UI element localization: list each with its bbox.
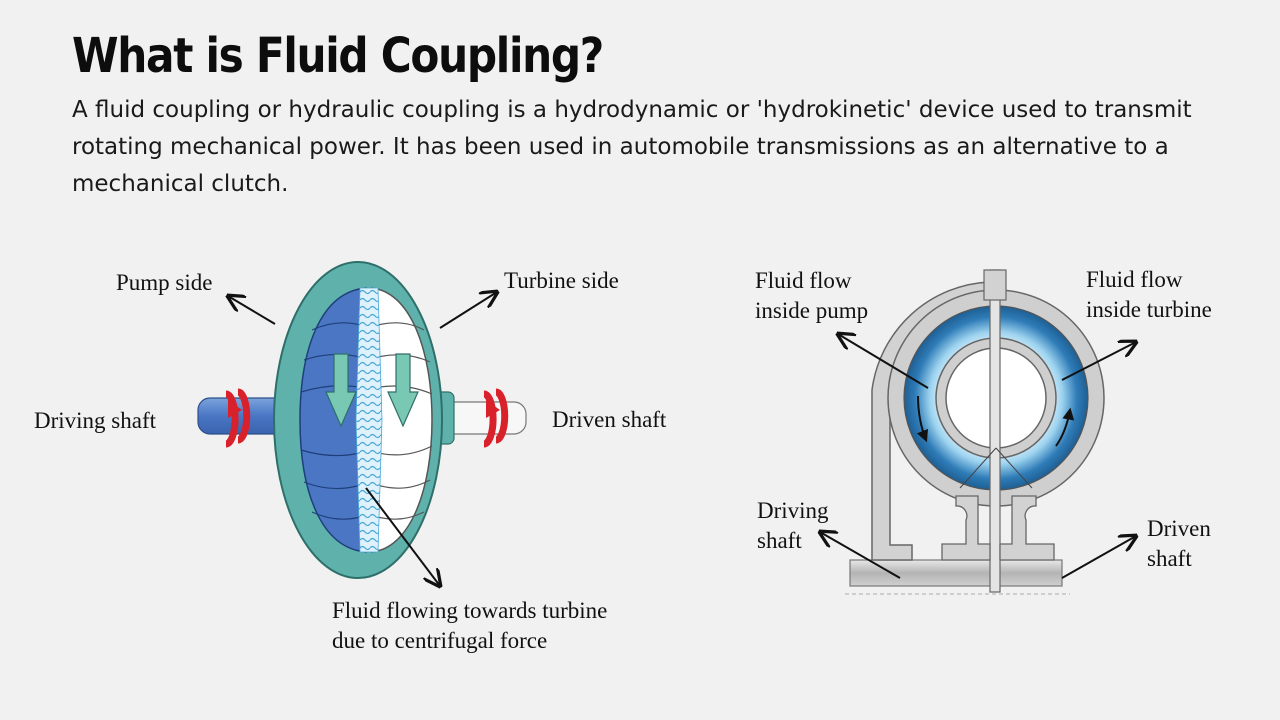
label-pump-side: Pump side <box>116 270 212 295</box>
flow-pump-pointer <box>838 334 929 389</box>
label-fluid-flowing-1: Fluid flowing towards turbine <box>332 598 607 623</box>
page-description: A fluid coupling or hydraulic coupling i… <box>72 97 1192 197</box>
label-driven-2: shaft <box>1147 546 1192 571</box>
label-flow-turbine-1: Fluid flow <box>1086 267 1183 292</box>
label-fluid-flowing-2: due to centrifugal force <box>332 628 547 653</box>
label-flow-turbine-2: inside turbine <box>1086 297 1212 322</box>
label-flow-pump-1: Fluid flow <box>755 268 852 293</box>
pump-pedestal <box>941 495 991 561</box>
pump-side-pointer <box>228 296 276 325</box>
flow-arrow-pump-inner <box>916 395 929 443</box>
turbine-pedestal <box>999 495 1055 561</box>
label-driving-1: Driving <box>757 498 829 523</box>
driven-shaft-pointer <box>1061 536 1136 579</box>
flow-arrow-pump <box>325 353 357 428</box>
label-driving-shaft: Driving shaft <box>34 408 157 433</box>
rotation-arrow-driven <box>483 388 509 448</box>
label-flow-pump-2: inside pump <box>755 298 868 323</box>
fluid-coupling-section: Fluid flow inside pump Fluid flow inside… <box>755 267 1212 595</box>
rotation-arrow-driving <box>225 388 251 448</box>
shaft-bar <box>849 559 1063 587</box>
turbine-side-pointer <box>439 292 497 329</box>
label-turbine-side: Turbine side <box>504 268 619 293</box>
flow-turbine-pointer <box>1061 342 1136 381</box>
center-divider <box>989 269 1001 593</box>
flow-arrow-turbine-inner <box>1055 407 1075 447</box>
fluid-pointer <box>365 487 440 586</box>
label-driving-2: shaft <box>757 528 802 553</box>
label-driven-shaft: Driven shaft <box>552 407 667 432</box>
fluid-coupling-cutaway: Pump side Turbine side Driving shaft Dri… <box>34 261 667 653</box>
driving-shaft-pointer <box>820 532 901 579</box>
page-title: What is Fluid Coupling? <box>72 28 604 84</box>
label-driven-1: Driven <box>1147 516 1211 541</box>
flow-arrow-turbine <box>387 353 419 428</box>
fluid-band <box>355 287 383 553</box>
